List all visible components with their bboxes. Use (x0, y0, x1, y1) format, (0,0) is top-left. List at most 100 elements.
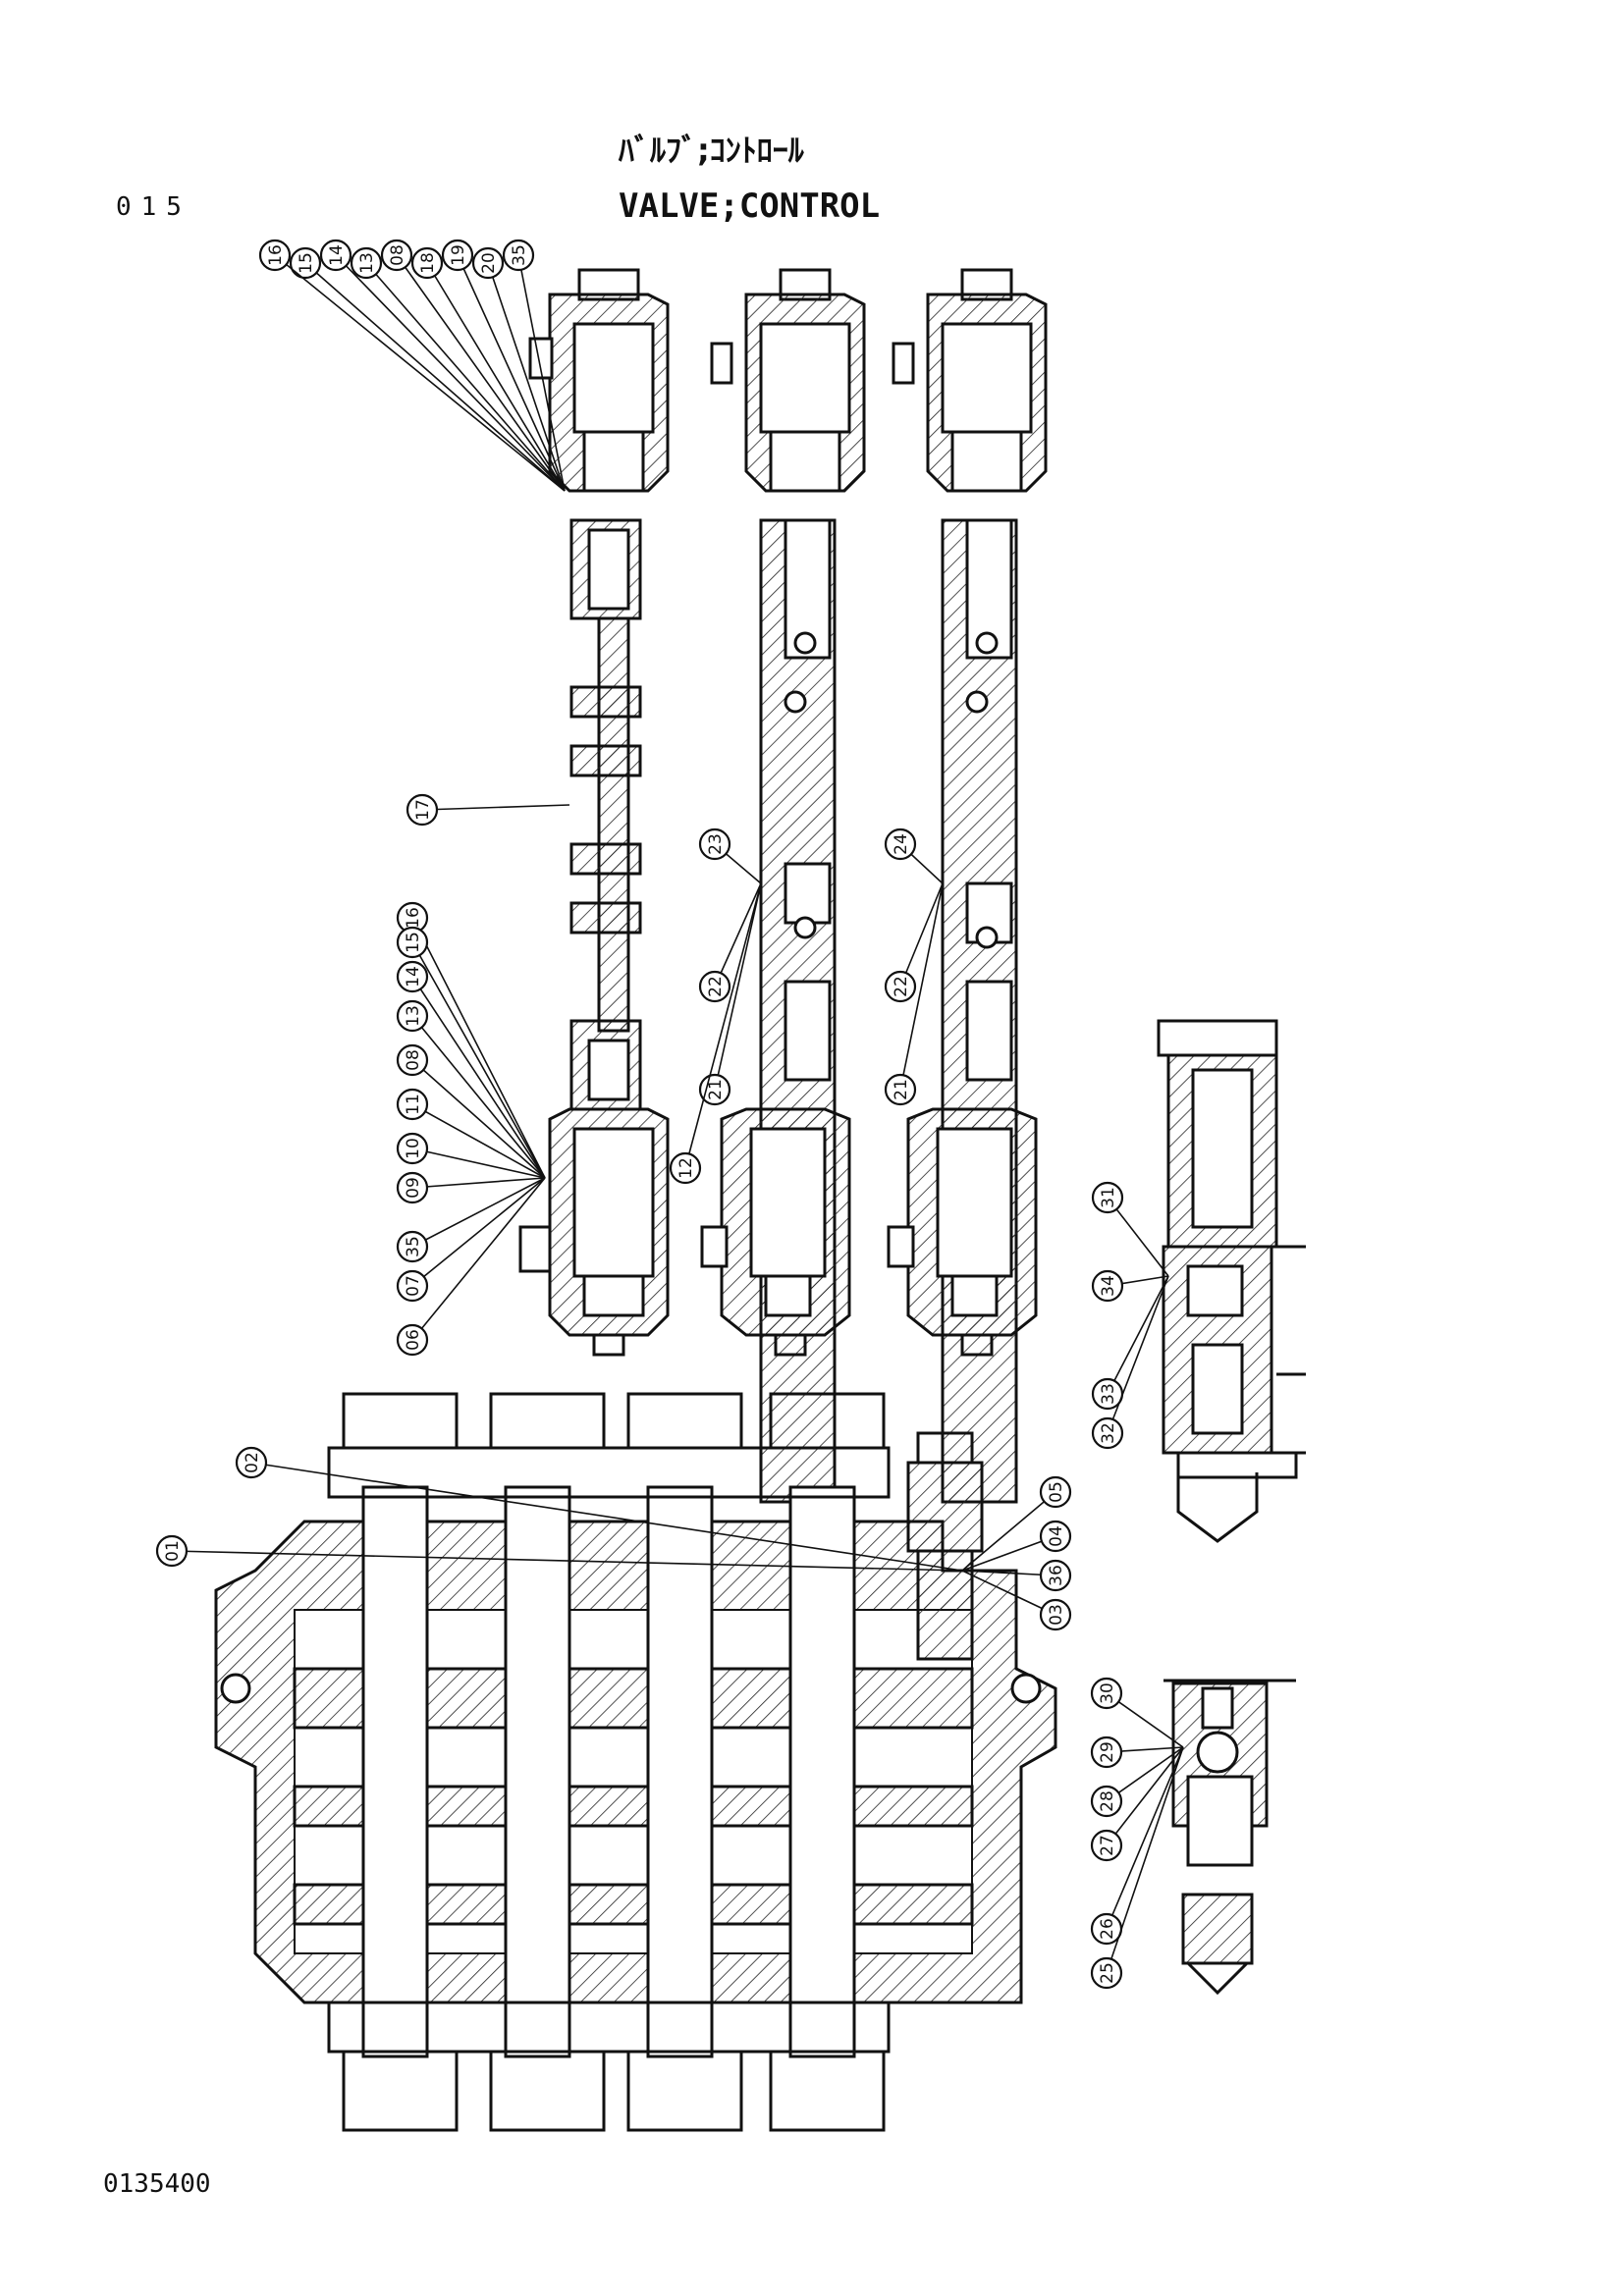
spool-cap-top-2 (710, 268, 866, 493)
callout-label: 11 (404, 1094, 423, 1115)
callout-30: 30 (1090, 1677, 1184, 1748)
spool-cap-top-3 (892, 268, 1048, 493)
spool-cap-bottom-2 (700, 1107, 851, 1357)
callout-label: 24 (892, 833, 911, 855)
callout-08: 08 (396, 1043, 546, 1179)
callout-label: 29 (1098, 1741, 1117, 1763)
callout-10: 10 (396, 1132, 546, 1179)
callout-label: 06 (404, 1329, 423, 1351)
callout-25: 25 (1090, 1746, 1184, 1990)
callout-label: 02 (243, 1452, 262, 1473)
callout-27: 27 (1090, 1746, 1184, 1862)
check-valve (1163, 1679, 1296, 1996)
callout-label: 23 (706, 833, 726, 855)
callout-label: 28 (1098, 1790, 1117, 1812)
callout-14: 14 (319, 239, 566, 492)
callout-22: 22 (884, 882, 944, 1003)
callout-03: 03 (961, 1570, 1072, 1631)
callout-02: 02 (235, 1446, 963, 1572)
callout-balloons: 3520191808131415161716151413081110093507… (155, 239, 1184, 1990)
callout-label: 32 (1099, 1422, 1118, 1444)
callout-22: 22 (698, 882, 762, 1003)
callout-label: 21 (892, 1079, 911, 1100)
callout-label: 26 (1098, 1918, 1117, 1940)
callout-31: 31 (1091, 1181, 1169, 1277)
callout-label: 03 (1047, 1604, 1066, 1626)
callout-label: 21 (706, 1079, 726, 1100)
valve-body (214, 1392, 1057, 2132)
callout-24: 24 (884, 828, 944, 884)
callout-14: 14 (396, 960, 546, 1179)
callout-label: 08 (388, 244, 407, 266)
callout-06: 06 (396, 1177, 546, 1357)
callout-09: 09 (396, 1171, 546, 1204)
callout-label: 16 (266, 244, 286, 266)
callout-label: 33 (1099, 1383, 1118, 1405)
callout-15: 15 (396, 926, 546, 1179)
callout-label: 01 (163, 1540, 183, 1562)
callout-16: 16 (258, 239, 566, 492)
callout-label: 36 (1047, 1565, 1066, 1586)
callout-label: 30 (1098, 1682, 1117, 1704)
callout-label: 31 (1099, 1187, 1118, 1208)
callout-13: 13 (350, 246, 566, 492)
title-japanese: ﾊﾞﾙﾌﾞ;ｺﾝﾄﾛｰﾙ (619, 132, 804, 169)
callout-34: 34 (1091, 1269, 1169, 1303)
callout-label: 14 (404, 966, 423, 988)
callout-label: 07 (404, 1275, 423, 1297)
page-number: 015 (116, 192, 191, 222)
callout-label: 12 (676, 1157, 696, 1179)
callout-33: 33 (1091, 1275, 1169, 1411)
spool-cap-bottom-3 (887, 1107, 1038, 1357)
spool-3 (941, 518, 1018, 1504)
callout-label: 35 (404, 1236, 423, 1257)
callout-label: 16 (404, 907, 423, 929)
callout-label: 18 (418, 252, 438, 274)
callout-23: 23 (698, 828, 762, 884)
callout-label: 05 (1047, 1481, 1066, 1503)
callout-label: 14 (327, 244, 347, 266)
spool-cap-top-1 (528, 268, 670, 493)
callout-13: 13 (396, 999, 546, 1179)
callout-label: 17 (413, 799, 433, 821)
callout-21: 21 (884, 882, 944, 1106)
spool-1 (569, 518, 642, 1111)
callout-label: 27 (1098, 1835, 1117, 1856)
callout-36: 36 (961, 1559, 1072, 1592)
callout-16: 16 (396, 901, 546, 1179)
callout-04: 04 (961, 1520, 1072, 1572)
callout-label: 15 (404, 932, 423, 953)
callout-11: 11 (396, 1088, 546, 1179)
callout-label: 20 (479, 252, 499, 274)
callout-label: 25 (1098, 1962, 1117, 1984)
callout-label: 09 (404, 1177, 423, 1199)
callout-35: 35 (396, 1177, 546, 1263)
callout-08: 08 (380, 239, 566, 492)
callout-label: 34 (1099, 1275, 1118, 1297)
callout-label: 35 (510, 244, 529, 266)
callout-20: 20 (471, 246, 566, 492)
callout-label: 04 (1047, 1525, 1066, 1547)
callout-05: 05 (961, 1475, 1072, 1572)
callout-label: 13 (357, 252, 377, 274)
callout-label: 10 (404, 1138, 423, 1159)
callout-18: 18 (410, 246, 566, 492)
spool-cap-bottom-1 (518, 1107, 670, 1357)
callout-29: 29 (1090, 1735, 1184, 1769)
drawing-number: 0135400 (103, 2169, 211, 2199)
callout-35: 35 (502, 239, 566, 492)
callout-label: 22 (706, 976, 726, 997)
callout-12: 12 (669, 882, 762, 1185)
title-english: VALVE;CONTROL (619, 187, 881, 226)
callout-19: 19 (441, 239, 566, 492)
callout-28: 28 (1090, 1746, 1184, 1818)
callout-label: 19 (449, 244, 468, 266)
callout-17: 17 (406, 793, 570, 827)
callout-label: 15 (297, 252, 316, 274)
callout-15: 15 (289, 246, 566, 492)
callout-07: 07 (396, 1177, 546, 1303)
callout-label: 13 (404, 1005, 423, 1027)
relief-valve (1157, 1019, 1306, 1543)
callout-label: 22 (892, 976, 911, 997)
